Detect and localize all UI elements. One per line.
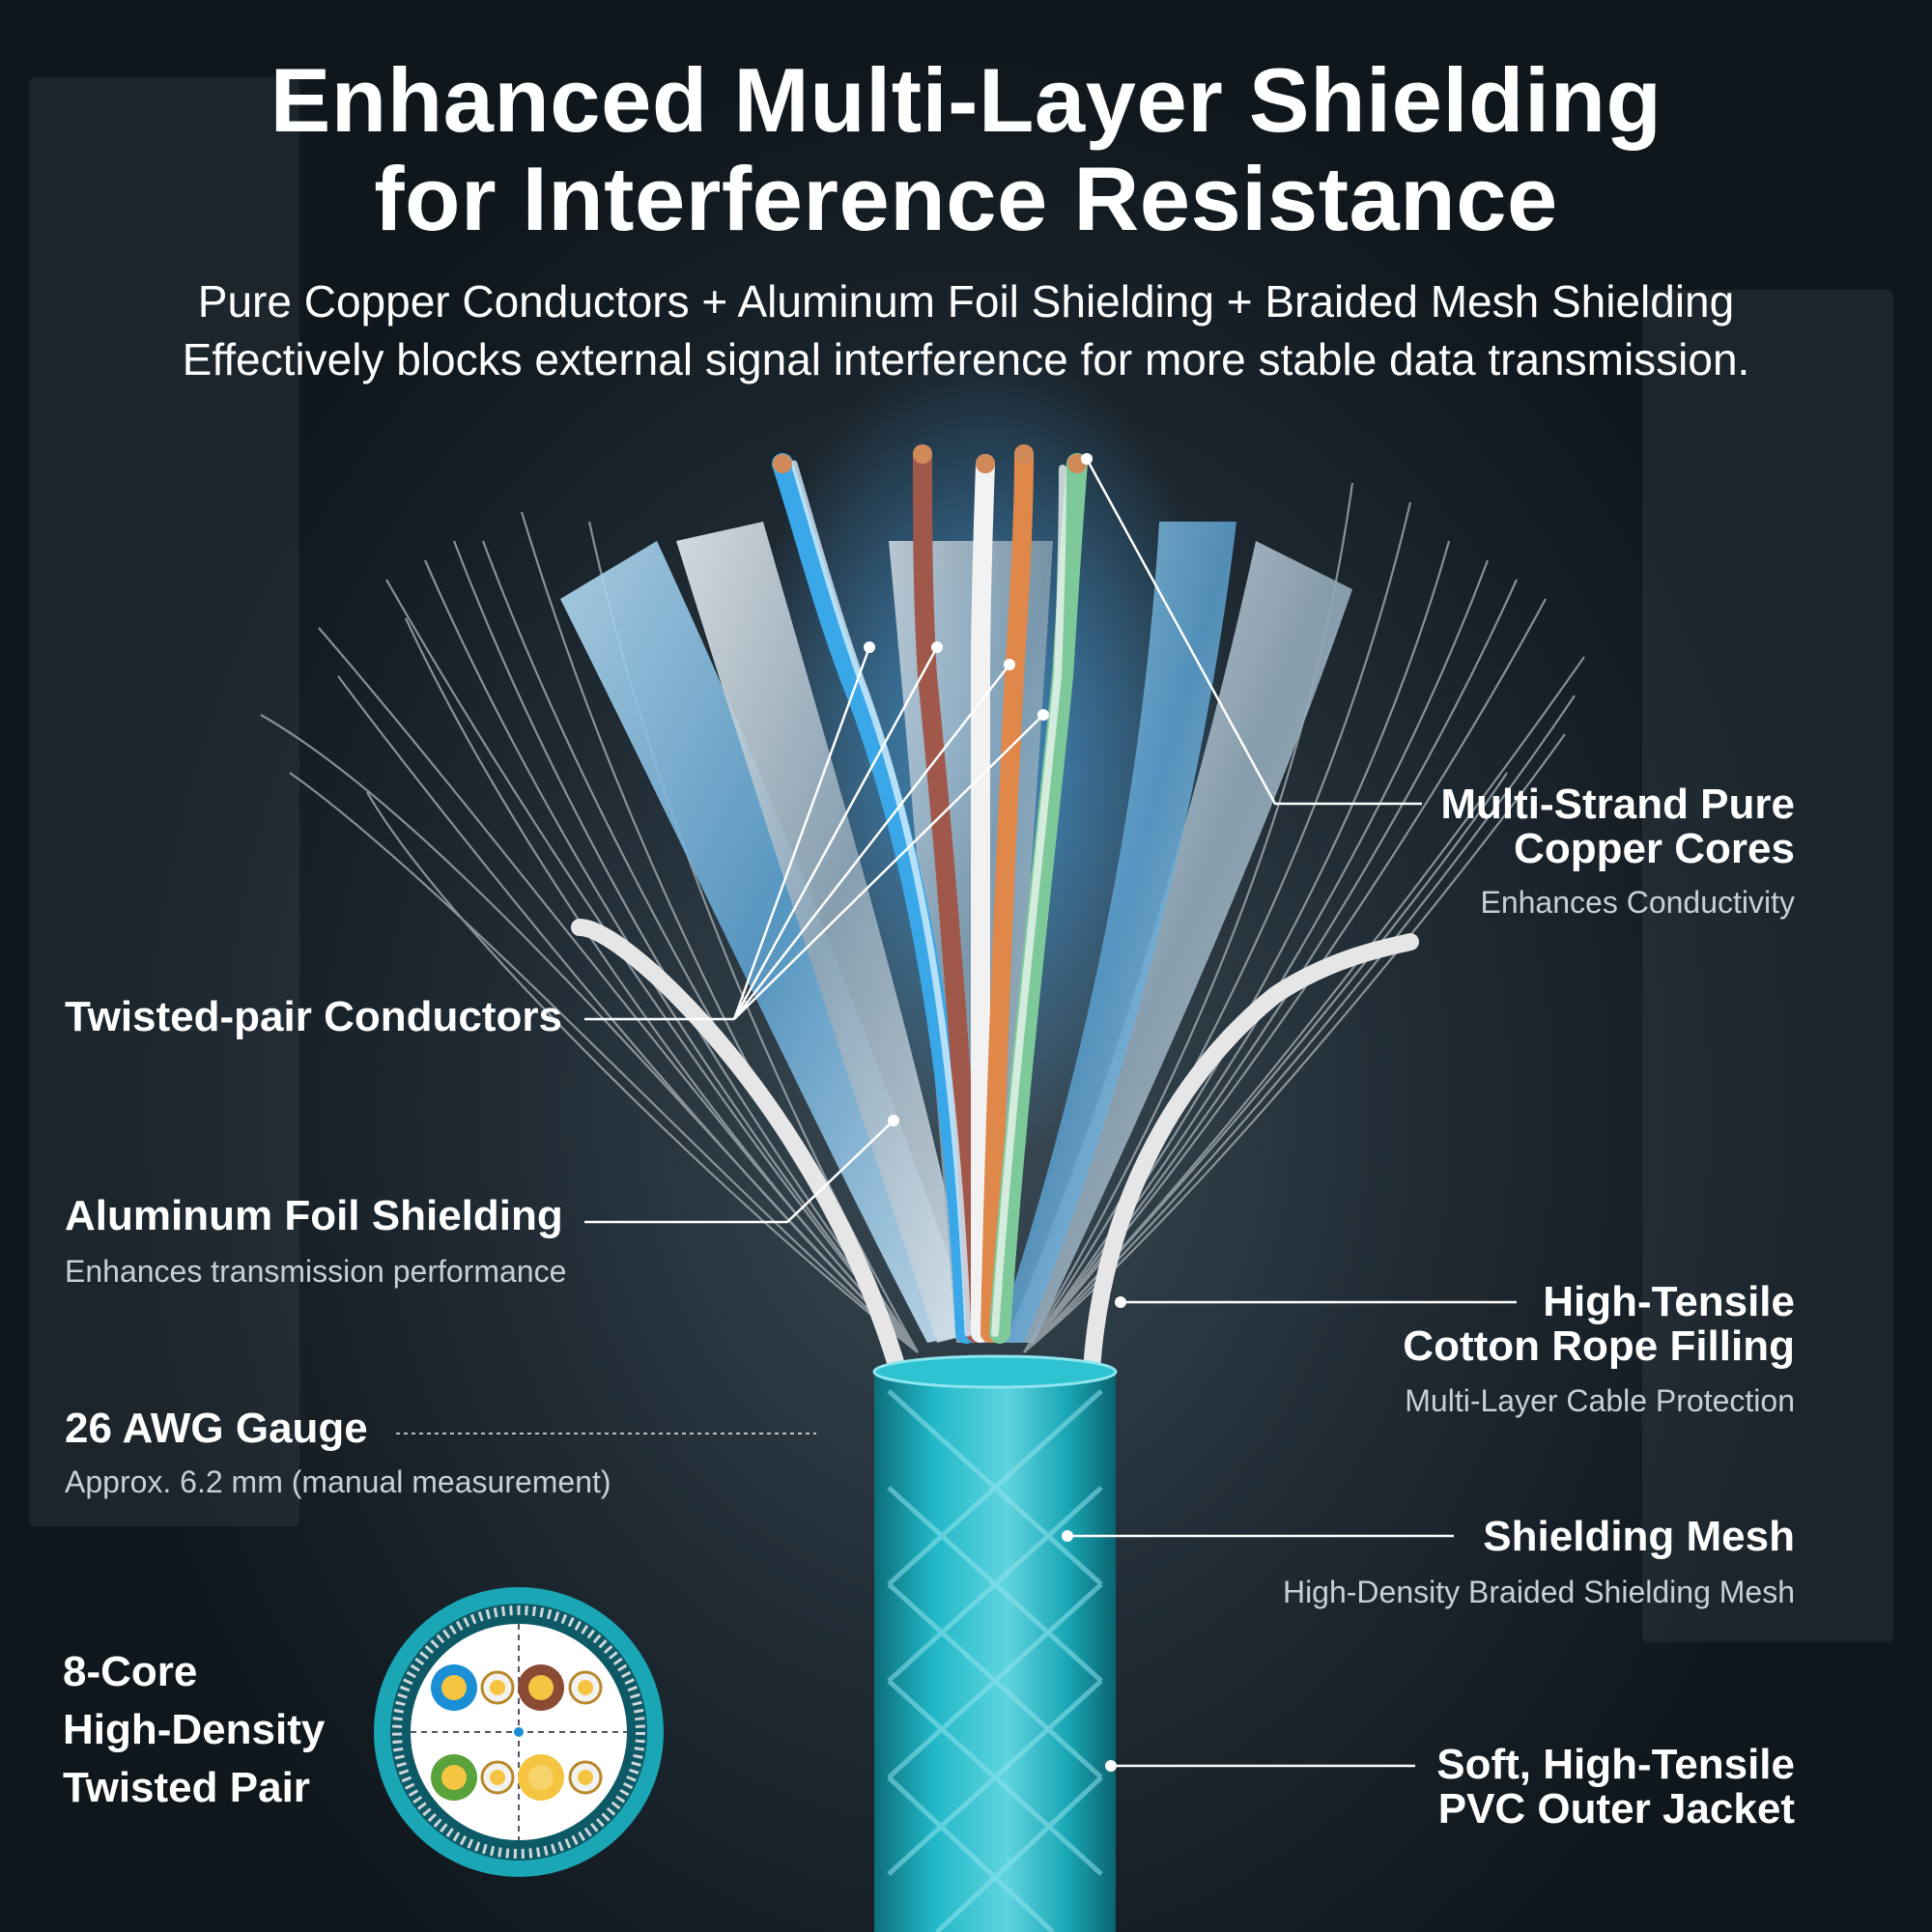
jacket-title-1: Soft, High-Tensile: [1436, 1741, 1795, 1788]
wire-white: [970, 454, 995, 1343]
copper-tip-2: [913, 444, 932, 464]
background-panel-right: [1642, 290, 1893, 1642]
copper-cores-title-1: Multi-Strand Pure: [1440, 781, 1795, 828]
subtitle-line-1: Pure Copper Conductors + Aluminum Foil S…: [197, 276, 1735, 327]
wire-blue-white: [790, 460, 972, 1337]
gauge-title: 26 AWG Gauge: [65, 1405, 368, 1452]
cotton-title-2: Cotton Rope Filling: [1403, 1322, 1795, 1370]
cross-section-icon: [374, 1587, 664, 1877]
cotton-desc: Multi-Layer Cable Protection: [1405, 1383, 1795, 1418]
headline-line-1: Enhanced Multi-Layer Shielding: [270, 49, 1662, 151]
foil-desc: Enhances transmission performance: [65, 1254, 567, 1289]
leader-dots: [864, 453, 1126, 1772]
headline-line-2: for Interference Resistance: [374, 148, 1558, 249]
leader-lines: [584, 458, 1517, 1768]
mesh-title: Shielding Mesh: [1483, 1513, 1795, 1560]
core8-title-2: High-Density: [63, 1706, 326, 1753]
wire-brown: [913, 444, 985, 1343]
twisted-pair-title: Twisted-pair Conductors: [65, 993, 562, 1040]
pvc-jacket: [874, 1370, 1116, 1932]
copper-tip-4: [1014, 444, 1034, 464]
core8-title-3: Twisted Pair: [63, 1764, 310, 1811]
core8-title-1: 8-Core: [63, 1648, 198, 1695]
cotton-title-1: High-Tensile: [1543, 1278, 1795, 1325]
copper-cores-title-2: Copper Cores: [1514, 825, 1795, 872]
cotton-rope-right: [1083, 933, 1419, 1380]
mesh-desc: High-Density Braided Shielding Mesh: [1282, 1575, 1795, 1609]
wire-green: [989, 453, 1088, 1344]
copper-cores-desc: Enhances Conductivity: [1480, 885, 1795, 920]
copper-tip-3: [976, 454, 995, 473]
foil-title: Aluminum Foil Shielding: [65, 1192, 563, 1239]
foil-left-2: [676, 522, 976, 1343]
gauge-desc: Approx. 6.2 mm (manual measurement): [65, 1464, 611, 1499]
jacket-rim: [872, 1354, 1118, 1389]
jacket-braid-pattern: [887, 1389, 1103, 1932]
cotton-rope-left: [571, 919, 907, 1380]
background-panel-left: [29, 77, 299, 1526]
copper-tip-1: [773, 454, 792, 473]
wire-orange: [980, 444, 1034, 1343]
wire-green-white: [991, 465, 1066, 1337]
foil-right-2: [995, 522, 1236, 1343]
jacket-title-2: PVC Outer Jacket: [1437, 1785, 1795, 1833]
